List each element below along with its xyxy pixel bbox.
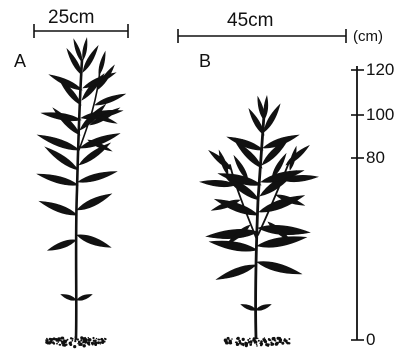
plant-a-leaf: [99, 52, 105, 75]
plant-a-leaf: [83, 38, 88, 60]
plant-a-leaf: [61, 294, 76, 300]
plant-a-leaf: [37, 174, 78, 185]
plant-a-leaf: [53, 108, 80, 135]
soil-mound: [45, 336, 106, 348]
plant-a-leaf: [45, 147, 78, 170]
scale-tick-label-80: 80: [366, 149, 385, 166]
plant-b-label: B: [199, 52, 211, 70]
plant-b-leaf: [258, 97, 264, 120]
plant-a-leaf: [95, 94, 125, 105]
plant-a-leaf: [38, 135, 79, 150]
plant-a-leaf: [39, 201, 77, 215]
plant-b-width-dimension: [178, 29, 346, 43]
plant-a-leaf: [78, 172, 117, 183]
plant-b-width-label: 45cm: [227, 11, 273, 30]
plant-a-width-label: 25cm: [48, 8, 94, 27]
plant-b-leaf: [264, 96, 268, 118]
plant-b-leaf: [257, 237, 306, 248]
plant-a-leaf: [48, 240, 76, 250]
scale-unit-label: (cm): [353, 29, 383, 44]
scale-tick-label-120: 120: [366, 61, 394, 78]
plant-a-label: A: [14, 52, 26, 70]
plant-a-leaf: [77, 194, 111, 210]
plant-b-leaf: [256, 304, 271, 310]
plant-b-leaf: [286, 146, 309, 165]
plant-b-illustration: [200, 96, 318, 347]
plant-a-illustration: [37, 38, 125, 348]
plant-a-leaf: [42, 113, 81, 121]
plant-b-leaf: [210, 241, 257, 251]
plant-b-leaf: [217, 265, 257, 279]
plant-b-leaf: [290, 147, 296, 170]
height-scale: [351, 66, 364, 340]
plant-a-leaf: [77, 235, 111, 247]
plant-a-leaf: [77, 294, 92, 300]
plant-b-leaf: [257, 262, 301, 274]
scale-tick-label-0: 0: [366, 331, 375, 348]
plant-b-leaf: [241, 304, 256, 310]
scale-tick-label-100: 100: [366, 106, 394, 123]
